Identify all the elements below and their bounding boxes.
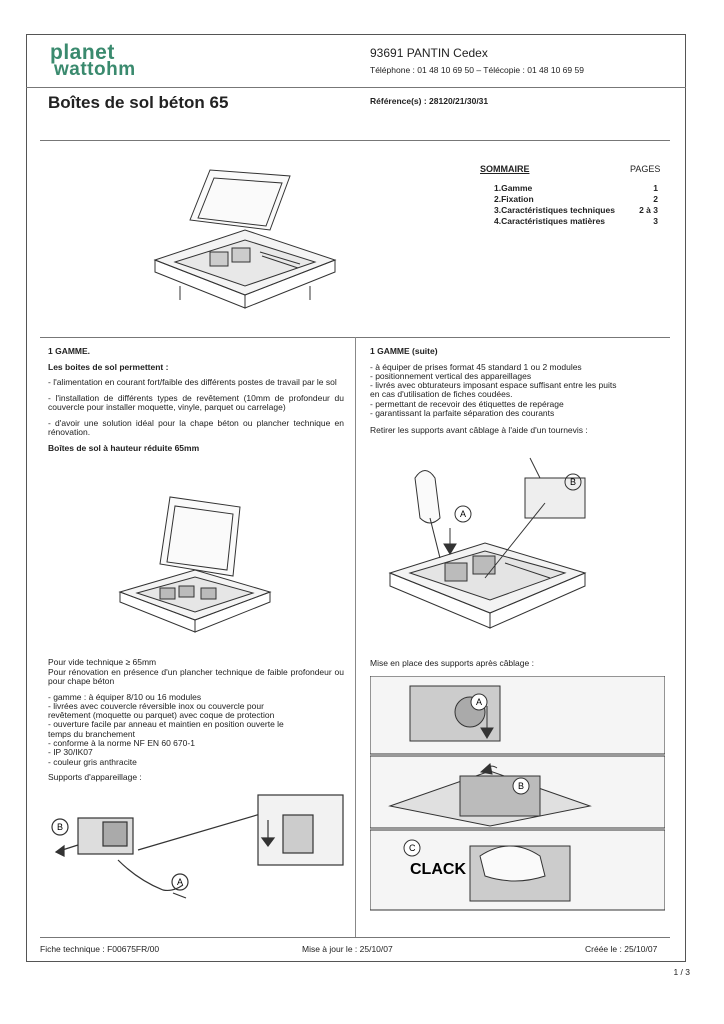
update-date: Mise à jour le : 25/10/07 (302, 944, 393, 954)
list-item: - livrés avec obturateurs imposant espac… (370, 380, 617, 391)
list-item: - gamme : à équiper 8/10 ou 16 modules (48, 691, 202, 702)
spec-list: - gamme : à équiper 8/10 ou 16 modules -… (48, 691, 344, 767)
list-item: en cas d'utilisation de fiches coudées. (370, 389, 513, 400)
paragraph: Pour rénovation en présence d'un planche… (48, 666, 344, 686)
support-placement-illustration: A B C CLACK (370, 676, 665, 911)
paragraph: - l'alimentation en courant fort/faible … (48, 377, 337, 387)
floor-box-illustration (153, 169, 337, 309)
callout-c: C (409, 843, 416, 853)
support-removal-illustration: A B (388, 457, 587, 629)
title-divider (40, 140, 670, 141)
list-item: - ouverture facile par anneau et maintie… (48, 719, 284, 730)
list-item: - IP 30/IK07 (48, 747, 93, 758)
page-number: 1 / 3 (673, 967, 690, 977)
page-frame (26, 34, 686, 962)
header-divider (26, 87, 686, 88)
list-item: - permettant de recevoir des étiquettes … (370, 398, 564, 409)
logo-line1: planet (50, 41, 115, 64)
list-item: revêtement (moquette ou parquet) avec co… (48, 710, 275, 721)
creation-date: Créée le : 25/10/07 (585, 944, 658, 954)
reference-numbers: Référence(s) : 28120/21/30/31 (370, 96, 489, 106)
subtitle: Boîtes de sol à hauteur réduite 65mm (48, 442, 200, 453)
callout-circle (470, 693, 488, 711)
callout-a: A (177, 877, 183, 887)
reduced-height-box-illustration (118, 496, 272, 633)
list-item: - garantissant la parfaite séparation de… (370, 407, 555, 418)
callout-circle (403, 839, 421, 857)
paragraph: - d'avoir une solution idéal pour la cha… (48, 417, 344, 437)
subtitle: Les boites de sol permettent : (48, 361, 169, 372)
device-support-illustration: B A (51, 794, 344, 899)
callout-circle (454, 505, 472, 523)
section-title: 1 GAMME (suite) (370, 346, 438, 356)
callout-b: B (57, 822, 63, 832)
section-title: 1 GAMME. (48, 346, 91, 356)
sheet-number: Fiche technique : F00675FR/00 (40, 944, 160, 954)
paragraph: - l'installation de différents types de … (48, 392, 344, 412)
callout-b: B (570, 477, 576, 487)
page-title: Boîtes de sol béton 65 (48, 93, 229, 112)
footer-divider (40, 937, 670, 938)
list-item: temps du branchement (48, 728, 135, 739)
callout-a: A (476, 697, 482, 707)
logo-line2: wattohm (54, 59, 136, 80)
left-column-specs: Pour vide technique ≥ 65mm Pour rénovati… (48, 657, 344, 788)
paragraph: Retirer les supports avant câblage à l'a… (370, 425, 588, 436)
callout-a: A (460, 509, 466, 519)
brand-logo: planet wattohm (50, 41, 136, 80)
paragraph: Mise en place des supports après câblage… (370, 658, 534, 668)
list-item: - couleur gris anthracite (48, 756, 137, 767)
left-column: 1 GAMME. Les boites de sol permettent : … (48, 346, 344, 459)
feature-list: - à équiper de prises format 45 standard… (370, 361, 662, 419)
toc-pages-heading: PAGES (630, 164, 661, 174)
list-item: - à équiper de prises format 45 standard… (370, 361, 582, 372)
paragraph: Pour vide technique ≥ 65mm (48, 657, 157, 667)
right-column-placement: Mise en place des supports après câblage… (370, 658, 662, 675)
list-item: - livrées avec couvercle réversible inox… (48, 700, 264, 711)
callout-circle (512, 777, 530, 795)
paragraph: Supports d'appareillage : (48, 771, 142, 782)
list-item: - conforme à la norme NF EN 60 670-1 (48, 737, 195, 748)
callout-circle (564, 473, 582, 491)
right-column: 1 GAMME (suite) - à équiper de prises fo… (370, 346, 662, 442)
list-item: - positionnement vertical des appareilla… (370, 370, 532, 381)
column-divider (355, 337, 356, 937)
company-phone: Téléphone : 01 48 10 69 50 – Télécopie :… (370, 65, 584, 75)
callout-b: B (518, 781, 524, 791)
clack-label: CLACK (410, 861, 466, 878)
toc-heading: SOMMAIRE (480, 164, 530, 174)
company-address: 93691 PANTIN Cedex (370, 46, 488, 60)
